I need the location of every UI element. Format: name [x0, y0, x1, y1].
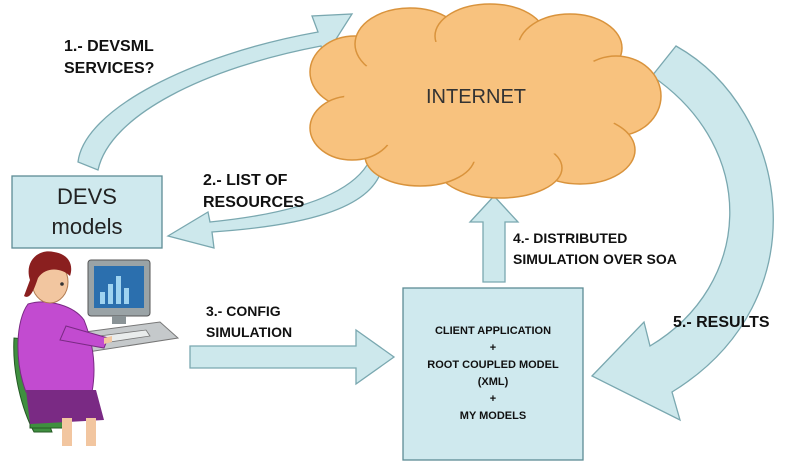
step3-line2: SIMULATION [206, 324, 293, 340]
arrow-distributed-simulation [468, 195, 520, 283]
step2-label: 2.- LIST OF RESOURCES [203, 170, 304, 214]
step5-label: 5.- RESULTS [673, 312, 770, 334]
client-line3: ROOT COUPLED MODEL [427, 359, 559, 371]
step4-line1: 4.- DISTRIBUTED [513, 230, 628, 246]
internet-label: INTERNET [426, 86, 526, 108]
devs-models-box-bg [11, 175, 163, 249]
step2-line2: RESOURCES [203, 194, 305, 211]
step3-line1: 3.- CONFIG [206, 303, 281, 319]
client-application-box-bg [402, 287, 584, 461]
step5-text: 5.- RESULTS [673, 314, 770, 331]
client-application-box: CLIENT APPLICATION + ROOT COUPLED MODEL … [403, 288, 583, 460]
step1-line1: 1.- DEVSML [64, 38, 154, 55]
client-line4: (XML) [477, 376, 509, 388]
step3-label: 3.- CONFIG SIMULATION [206, 301, 292, 343]
arrow-config-simulation [189, 328, 396, 386]
client-line5: + [489, 393, 497, 405]
arrow-list-of-resources [166, 159, 383, 249]
arrow-devsml-services [77, 13, 354, 171]
step4-label: 4.- DISTRIBUTED SIMULATION OVER SOA [513, 228, 677, 270]
client-line6: MY MODELS [459, 410, 527, 422]
arrow-results [590, 45, 774, 422]
client-line2: + [489, 342, 497, 354]
step2-line1: 2.- LIST OF [203, 172, 288, 189]
client-line1: CLIENT APPLICATION [434, 325, 552, 337]
devs-models-line1: DEVS [57, 184, 117, 209]
devs-models-box: DEVS models [12, 176, 162, 248]
devs-models-line2: models [51, 214, 123, 239]
woman-at-computer-icon [13, 251, 180, 446]
step1-line2: SERVICES? [64, 60, 155, 77]
internet-cloud-icon [309, 3, 662, 199]
step1-label: 1.- DEVSML SERVICES? [64, 36, 154, 80]
step4-line2: SIMULATION OVER SOA [513, 251, 677, 267]
